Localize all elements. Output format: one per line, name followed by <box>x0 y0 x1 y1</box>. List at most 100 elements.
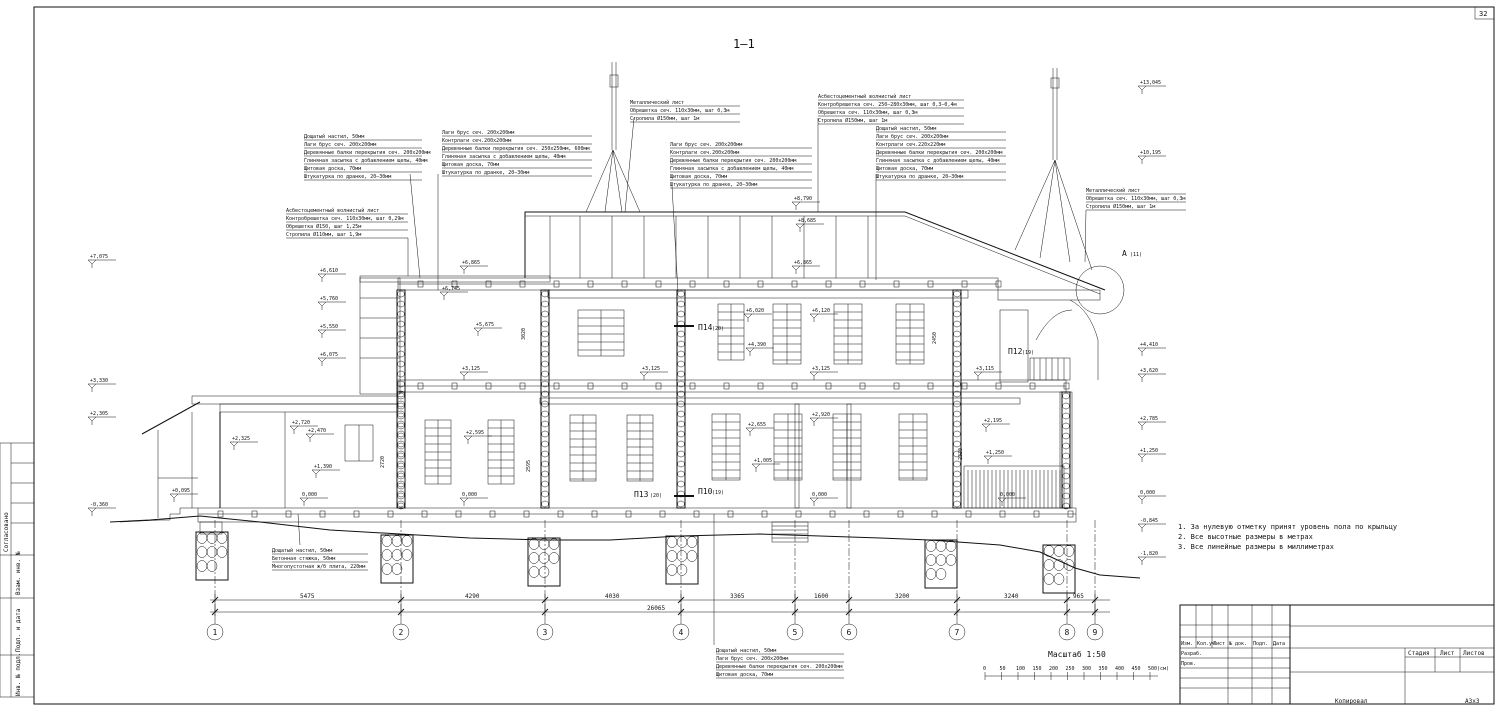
post <box>794 403 800 509</box>
height-dim: 2595 <box>526 460 532 472</box>
callout-line: Асбестоцементный волнистый лист <box>818 93 911 100</box>
callout-line: Штукатурка по дранке, 20–30мм <box>670 182 757 188</box>
axis-bubble <box>948 623 966 641</box>
callout-line: Щитовая доска, 70мм <box>876 166 933 172</box>
elevation-inner: +1,250 <box>986 450 1004 456</box>
elevation-right: -1,820 <box>1140 551 1158 557</box>
elevation-inner: +5,550 <box>320 324 338 330</box>
callout-line: Штукатурка по дранке, 20–30мм <box>876 174 963 180</box>
callout-line: Металлический лист <box>630 100 684 106</box>
scale-label: Масштаб 1:50 <box>1048 649 1106 659</box>
elevation-inner: +2,920 <box>812 412 830 418</box>
elevation-inner: +6,120 <box>812 308 830 314</box>
spire-left <box>585 62 641 213</box>
axis-bubble <box>672 623 690 641</box>
dim-total: 26065 <box>647 605 665 612</box>
elevation-inner: 0,000 <box>1000 492 1015 498</box>
left-annex-roof <box>191 395 399 405</box>
post <box>846 403 852 509</box>
elevation-right: +13,045 <box>1140 80 1161 86</box>
elevation-inner: +3,125 <box>462 366 480 372</box>
elevation-inner: +1,005 <box>754 458 772 464</box>
elevation-inner: +5,760 <box>320 296 338 302</box>
callout-line: Штукатурка по дранке, 20–30мм <box>442 170 529 176</box>
tb-header-doc: № док. <box>1229 641 1247 647</box>
tb-header-list: Лист <box>1213 641 1225 647</box>
axis-label: 7 <box>955 628 960 637</box>
stone-foundation <box>1042 544 1076 594</box>
axis-bubble <box>392 623 410 641</box>
elevation-left: +2,305 <box>90 411 108 417</box>
elevation-inner: +2,595 <box>466 430 484 436</box>
callout-line: Обрешетка сеч. 110х30мм, шаг 0,3м <box>630 107 729 114</box>
elevation-inner: 0,000 <box>302 492 317 498</box>
element-marks: П14(20)П12(19)П13(20)П10(19)А(11) <box>634 249 1142 499</box>
elevation-inner: +2,195 <box>984 418 1002 424</box>
axis-label: 5 <box>793 628 798 637</box>
elevation-inner: +0,095 <box>172 488 190 494</box>
left-annex-upper <box>359 277 401 395</box>
elevation-inner: +8,685 <box>798 218 816 224</box>
sheet-frame <box>33 6 1495 705</box>
elevation-right: +4,410 <box>1140 342 1158 348</box>
callout-line: Щитовая доска, 70мм <box>670 174 727 180</box>
axis-bubble <box>840 623 858 641</box>
callout-line: Стропила Ø110мм, шаг 1,9м <box>286 231 361 238</box>
stone-foundation <box>380 534 414 584</box>
elevation-inner: +6,075 <box>320 352 338 358</box>
log-wall <box>396 391 406 509</box>
dim-segment: 4030 <box>605 593 620 600</box>
callout-line: Стропила Ø150мм, шаг 1м <box>818 117 887 124</box>
axis-bubble <box>1058 623 1076 641</box>
callout-line: Штукатурка по дранке, 20–30мм <box>304 174 391 180</box>
callout-line: Глиняная засыпка с добавлением щепы, 40м… <box>442 153 565 160</box>
sheet-number-box <box>1474 6 1495 20</box>
callout-line: Дощатый настил, 50мм <box>272 548 332 554</box>
callout-line: Дощатый настил, 50мм <box>716 648 776 654</box>
scale-tick-label: 0 <box>983 666 986 672</box>
elevation-left: +3,330 <box>90 378 108 384</box>
axis-label: 2 <box>399 628 404 637</box>
elevation-left: -0,360 <box>90 502 108 508</box>
stamp-sign-date: Подп. и дата <box>15 608 22 652</box>
element-mark: (20) <box>650 493 662 499</box>
elevation-inner: +3,115 <box>976 366 994 372</box>
elevation-inner: 0,000 <box>812 492 827 498</box>
elevation-right: +2,785 <box>1140 416 1158 422</box>
title-block: Изм. Кол.уч Лист № док. Подп. Дата Разра… <box>1179 604 1495 705</box>
elevation-inner: +8,790 <box>794 196 812 202</box>
callout-line: Многопустотная ж/б плита, 220мм <box>272 563 365 570</box>
callout-line: Глиняная засыпка с добавлением щепы, 40м… <box>670 165 793 172</box>
dim-segment: 3200 <box>895 593 910 600</box>
format-label: А3х3 <box>1465 698 1480 705</box>
tb-stage: Стадия <box>1408 650 1430 657</box>
elevation-inner: +3,125 <box>642 366 660 372</box>
callout-line: Лаги брус сеч. 200х200мм <box>304 141 376 148</box>
elevation-left: +7,075 <box>90 254 108 260</box>
axis-bubble <box>1086 623 1104 641</box>
attic-roof <box>524 211 1106 291</box>
callout-line: Контрлаги сеч.200х200мм <box>670 150 739 156</box>
dim-segment: 4290 <box>465 593 480 600</box>
callout-line: Стропила Ø150мм, шаг 1м <box>1086 203 1155 210</box>
tb-header-sign: Подп. <box>1253 641 1268 647</box>
balcony-rail <box>1029 357 1071 381</box>
scale-tick-label: 250 <box>1066 666 1075 672</box>
element-mark: П13 <box>634 490 649 499</box>
callout-line: Щитовая доска, 70мм <box>304 166 361 172</box>
spire-right <box>1014 68 1093 271</box>
callout-line: Лаги брус сеч. 200х200мм <box>716 655 788 662</box>
tb-row-razrab: Разраб. <box>1181 650 1202 657</box>
scale-tick-label: 100 <box>1016 666 1025 672</box>
callout-line: Глиняная засыпка с добавлением щепы, 40м… <box>304 157 427 164</box>
callout-line: Обрешетка сеч. 110х30мм, шаг 0,3м <box>818 109 917 116</box>
element-mark: П14 <box>698 323 713 332</box>
dim-segment: 965 <box>1073 593 1084 600</box>
callout-line: Металлический лист <box>1086 188 1140 194</box>
elevation-inner: +6,865 <box>462 260 480 266</box>
element-mark: П12 <box>1008 347 1023 356</box>
